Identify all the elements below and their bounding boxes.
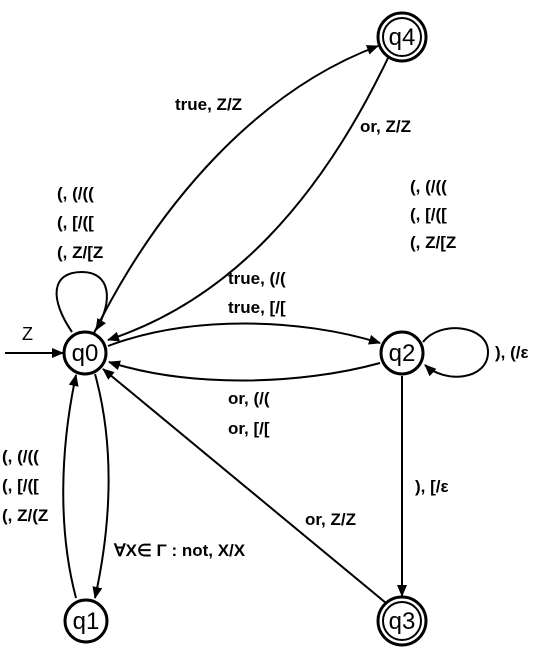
edge-q3-to-q0 xyxy=(102,368,387,604)
label-q0-to-q1: ∀X∈ Γ : not, X/X xyxy=(113,541,246,560)
state-q1: q1 xyxy=(63,598,109,644)
state-q3-label: q3 xyxy=(389,608,416,635)
label-line: (, (/(( xyxy=(2,447,39,466)
label-line: or, [/[ xyxy=(228,419,270,438)
label-line: (, Z/(Z xyxy=(2,506,48,525)
label-q3-to-q0: or, Z/Z xyxy=(305,510,356,529)
state-q0-label: q0 xyxy=(72,340,99,367)
label-line: true, [/[ xyxy=(228,298,286,317)
label-line: or, (/( xyxy=(228,389,270,408)
label-line: (, Z/[Z xyxy=(57,243,103,262)
q2-self-loop xyxy=(422,327,490,378)
edge-q0-to-q1 xyxy=(92,373,110,599)
state-q4-accepting: q4 xyxy=(376,11,428,63)
edge-q0-to-q4 xyxy=(93,45,379,334)
edge-q2-to-q0 xyxy=(108,360,381,382)
label-q0-loop: (, (/(( (, [/([ (, Z/[Z xyxy=(57,184,103,262)
q0-self-loop xyxy=(55,270,108,333)
start-label: Z xyxy=(22,324,33,344)
label-line: (, [/([ xyxy=(2,476,39,495)
state-q1-label: q1 xyxy=(73,608,100,635)
label-line: (, (/(( xyxy=(410,177,447,196)
edge-q1-to-q0 xyxy=(62,374,79,599)
label-line: true, (/( xyxy=(228,269,286,288)
label-line: (, (/(( xyxy=(57,184,94,203)
label-line: (, [/([ xyxy=(410,205,447,224)
label-q4-to-q0: or, Z/Z xyxy=(360,117,411,136)
label-q0-to-q2: true, (/( true, [/[ xyxy=(228,269,286,317)
label-q0-to-q4: true, Z/Z xyxy=(175,95,242,114)
label-q1-to-q0: (, (/(( (, [/([ (, Z/(Z xyxy=(2,447,48,525)
label-line: (, Z/[Z xyxy=(410,233,456,252)
edge-q0-to-q2 xyxy=(107,322,381,347)
label-q2-text-block: (, (/(( (, [/([ (, Z/[Z xyxy=(410,177,456,252)
state-q2-label: q2 xyxy=(389,340,416,367)
label-q2-to-q0: or, (/( or, [/[ xyxy=(228,389,270,438)
label-line: (, [/([ xyxy=(57,213,94,232)
label-q2-to-q3: ), [/ε xyxy=(415,477,449,496)
state-q2: q2 xyxy=(379,330,425,376)
label-q2-loop: ), (/ε xyxy=(495,343,529,362)
state-q0: q0 xyxy=(62,330,108,376)
state-q3-accepting: q3 xyxy=(376,595,428,647)
edge-q4-to-q0 xyxy=(107,57,389,342)
state-q4-label: q4 xyxy=(389,24,416,51)
